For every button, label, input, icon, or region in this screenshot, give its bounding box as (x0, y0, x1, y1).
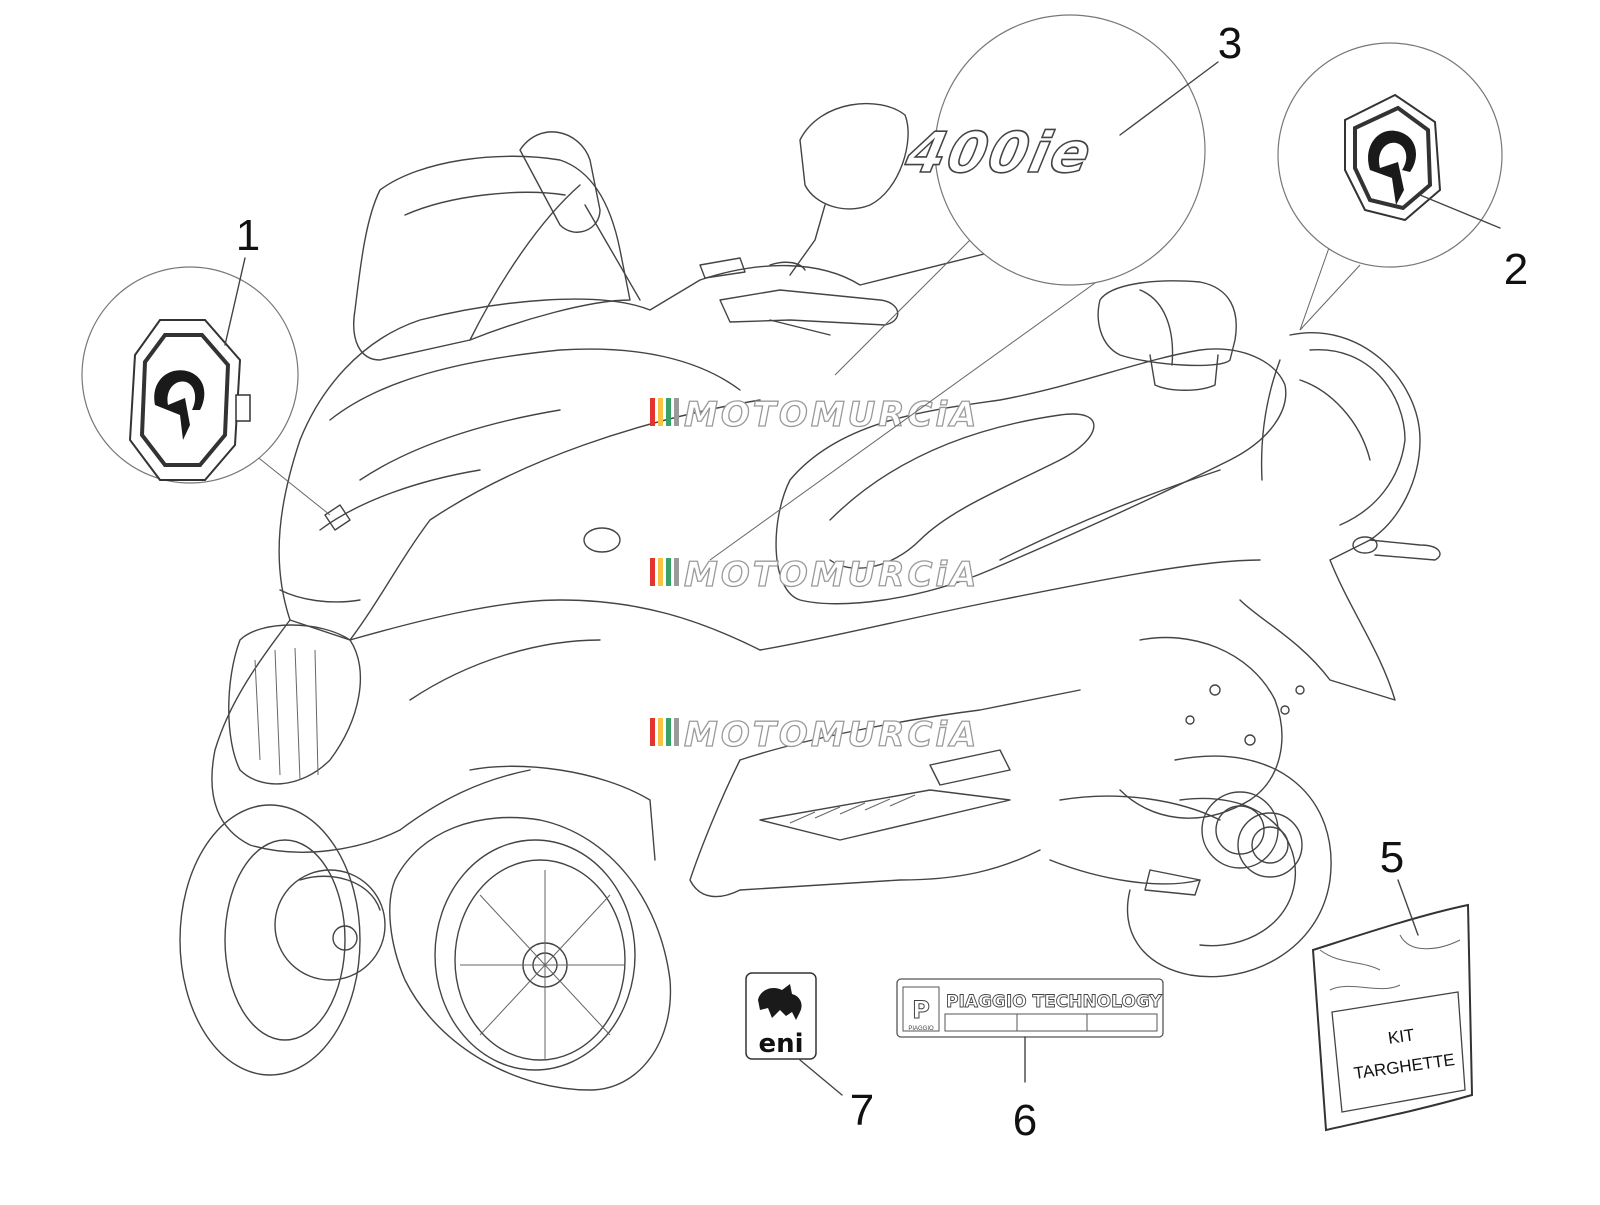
detail-circle-3: 400ie (709, 14, 1219, 561)
plate-p-logo: P (912, 996, 930, 1024)
eni-sticker: eni (745, 972, 843, 1096)
rear-body (1239, 332, 1441, 701)
watermark-stripe (658, 398, 663, 426)
detail-circle-1 (81, 257, 331, 516)
front-wheel-left (179, 804, 386, 1076)
scooter-drawing (179, 103, 1441, 1091)
piaggio-logo-rear-icon (1344, 93, 1442, 222)
rear-wheel (1126, 755, 1332, 978)
watermark-3: MOTOMURCiA (650, 714, 979, 756)
watermark-1: MOTOMURCiA (650, 394, 979, 436)
plate-small-text: PIAGGIO (908, 1026, 934, 1032)
dog-logo-icon (758, 984, 802, 1020)
watermark-stripe (674, 398, 679, 426)
leader-line (1299, 244, 1331, 331)
windscreen (353, 155, 631, 361)
callout-leader-7 (799, 1059, 843, 1096)
leader-line (709, 264, 1121, 561)
watermark-stripe (658, 718, 663, 746)
piaggio-technology-plate: P PIAGGIO PIAGGIO TECHNOLOGY (896, 978, 1164, 1083)
callout-leader-1 (224, 257, 246, 346)
callout-leader-5 (1397, 879, 1419, 936)
callout-number-3: 3 (1218, 19, 1242, 68)
watermark-2: MOTOMURCiA (650, 554, 979, 596)
mirrors (519, 103, 909, 301)
seat (775, 348, 1287, 605)
callout-leader-2 (1419, 194, 1501, 229)
eni-text: eni (758, 1029, 803, 1059)
watermark-stripe (674, 558, 679, 586)
front-fairing (211, 245, 1101, 853)
callout-number-2: 2 (1504, 245, 1528, 294)
leader-line (834, 224, 986, 376)
watermark-stripe (650, 398, 655, 426)
callout-leader-3 (1119, 61, 1219, 136)
piaggio-logo-front-icon (128, 319, 251, 481)
callout-number-6: 6 (1013, 1096, 1037, 1145)
plate-kit: KIT TARGHETTE (1311, 879, 1474, 1132)
watermark-stripe (650, 718, 655, 746)
watermark-text: MOTOMURCiA (684, 715, 979, 755)
watermark-stripe (650, 558, 655, 586)
watermark-stripe (666, 398, 671, 426)
watermark-stripe (658, 558, 663, 586)
watermark-stripe (666, 718, 671, 746)
detail-circle-2 (1277, 42, 1503, 331)
callout-number-5: 5 (1380, 833, 1404, 882)
watermark-stripe (666, 558, 671, 586)
front-wheel-right (389, 765, 672, 1091)
callout-number-7: 7 (850, 1086, 874, 1135)
kit-text-line-1: KIT (1387, 1025, 1416, 1047)
leader-line (1299, 264, 1361, 331)
watermark-text: MOTOMURCiA (684, 555, 979, 595)
watermark-stripe (674, 718, 679, 746)
backrest (1097, 280, 1237, 391)
callout-number-1: 1 (236, 211, 260, 260)
engine (1049, 636, 1305, 896)
leader-line (254, 454, 331, 516)
plate-text: PIAGGIO TECHNOLOGY (946, 992, 1162, 1012)
watermark-text: MOTOMURCiA (684, 395, 979, 435)
handlebar (699, 257, 899, 336)
floorboard (689, 559, 1261, 898)
model-badge-400ie: 400ie (900, 121, 1099, 186)
